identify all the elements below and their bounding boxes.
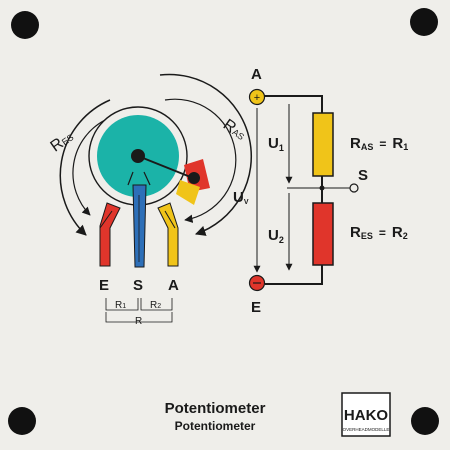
inner-arc-left bbox=[72, 119, 106, 216]
terminal-icon bbox=[248, 88, 266, 106]
svg-text:+: + bbox=[254, 92, 260, 104]
circuit-diagram: S + A E U1 U2 UV RAS=R1 RES=R2 bbox=[233, 66, 408, 316]
outer-arc-right bbox=[159, 73, 252, 236]
label-r-as: RAS bbox=[220, 116, 249, 143]
wire-bottom bbox=[265, 265, 323, 285]
wiper-node bbox=[319, 185, 325, 191]
label-u1: U1 bbox=[268, 135, 284, 153]
potentiometer-dial: RES RAS E S A R1 R2 R bbox=[48, 73, 252, 327]
wiper-contact bbox=[188, 172, 200, 184]
pin-label-e: E bbox=[99, 277, 109, 294]
label-r-es-eq: RES=R2 bbox=[350, 224, 408, 241]
bracket-r1: R1 bbox=[115, 300, 126, 311]
pin-s bbox=[132, 184, 147, 268]
logo-tagline: OVERHEADMODELLE bbox=[343, 427, 390, 432]
bracket-r: R bbox=[135, 316, 142, 327]
screw-hole-icon bbox=[11, 11, 39, 39]
terminal-label-e: E bbox=[251, 299, 261, 316]
resistor-r-as bbox=[312, 112, 334, 177]
track-segment-yellow bbox=[176, 180, 200, 205]
resistance-brackets bbox=[105, 298, 173, 323]
pin-label-s: S bbox=[133, 277, 143, 294]
pin-a bbox=[157, 202, 179, 267]
wiper-terminal-icon bbox=[349, 183, 359, 193]
resistor-r-es bbox=[312, 202, 334, 266]
logo-name: HAKO bbox=[344, 407, 388, 424]
terminal-label-a: A bbox=[251, 66, 262, 83]
screw-hole-icon bbox=[8, 407, 36, 435]
wiper-label-s: S bbox=[358, 167, 368, 184]
outer-arc-left bbox=[59, 99, 111, 236]
screw-hole-icon bbox=[411, 407, 439, 435]
screw-hole-icon bbox=[410, 8, 438, 36]
title-main: Potentiometer bbox=[165, 400, 266, 417]
rotor-axis bbox=[131, 149, 145, 163]
inner-arc-right bbox=[164, 98, 237, 223]
title-sub: Potentiometer bbox=[175, 419, 256, 433]
wiper-arm bbox=[137, 155, 194, 179]
hako-logo-icon: HAKO OVERHEADMODELLE bbox=[341, 392, 391, 437]
label-uv: UV bbox=[233, 189, 249, 206]
pin-label-a: A bbox=[168, 277, 179, 294]
bracket-r2: R2 bbox=[150, 300, 161, 311]
wire-top bbox=[264, 95, 323, 113]
pin-e bbox=[99, 202, 121, 267]
label-u2: U2 bbox=[268, 227, 284, 245]
label-r-as-eq: RAS=R1 bbox=[350, 135, 408, 152]
